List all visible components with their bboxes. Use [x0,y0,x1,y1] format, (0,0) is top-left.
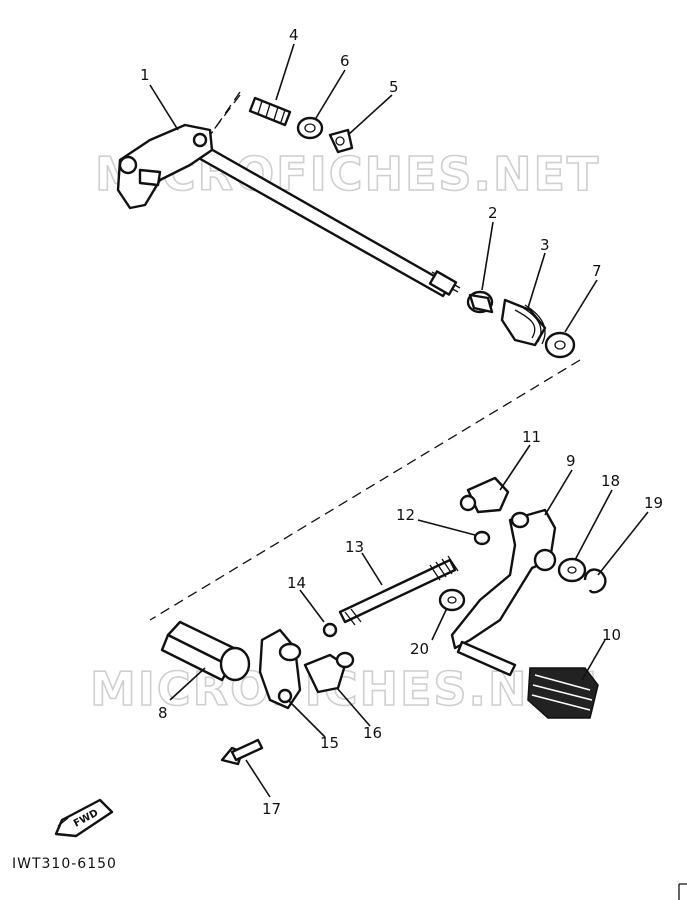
bolt-part-17 [220,738,264,766]
joint-part-16 [303,651,355,694]
callout-8: 8 [158,704,168,722]
bolt-part-4 [248,96,292,127]
callout-5: 5 [389,78,399,96]
callout-12: 12 [396,506,415,524]
callout-7: 7 [592,262,602,280]
washer-part-7 [544,331,576,359]
callout-9: 9 [566,452,576,470]
shift-arm-part-15 [258,628,302,710]
callout-2: 2 [488,204,498,222]
callout-18: 18 [601,472,620,490]
lock-washer-part-5 [328,128,354,154]
pedal-rubber-part-10 [527,667,599,719]
sleeve-part-8 [160,620,251,682]
callout-3: 3 [540,236,550,254]
callout-10: 10 [602,626,621,644]
callout-11: 11 [522,428,541,446]
nut-part-6 [296,116,324,140]
washer-part-18 [557,557,587,583]
leader-lines [149,43,649,798]
shift-lever-assembly [116,123,214,210]
callout-19: 19 [644,494,663,512]
washer-part-20 [438,588,466,612]
callout-17: 17 [262,800,281,818]
shift-shaft [186,138,461,298]
corner-crop-mark [678,883,687,900]
nut-part-14 [322,622,338,638]
drawing-code: IWT310-6150 [12,856,117,872]
callout-15: 15 [320,734,339,752]
shift-pedal-part-9 [450,508,557,677]
circlip-part-19 [583,568,607,594]
callout-6: 6 [340,52,350,70]
fwd-arrow-icon: FWD [54,798,114,838]
callout-14: 14 [287,574,306,592]
joint-part-11 [459,476,510,514]
callout-1: 1 [140,66,150,84]
assembly-dash-path [149,91,581,621]
callout-20: 20 [410,640,429,658]
callouts: 1 2 3 4 5 6 7 8 9 10 11 12 13 14 15 16 1… [140,26,663,818]
nut-part-12 [473,530,491,546]
callout-4: 4 [289,26,299,44]
shift-rod-part-13 [338,555,459,626]
callout-13: 13 [345,538,364,556]
callout-16: 16 [363,724,382,742]
collar-part-2 [466,290,494,314]
spring-part-3 [500,298,547,347]
